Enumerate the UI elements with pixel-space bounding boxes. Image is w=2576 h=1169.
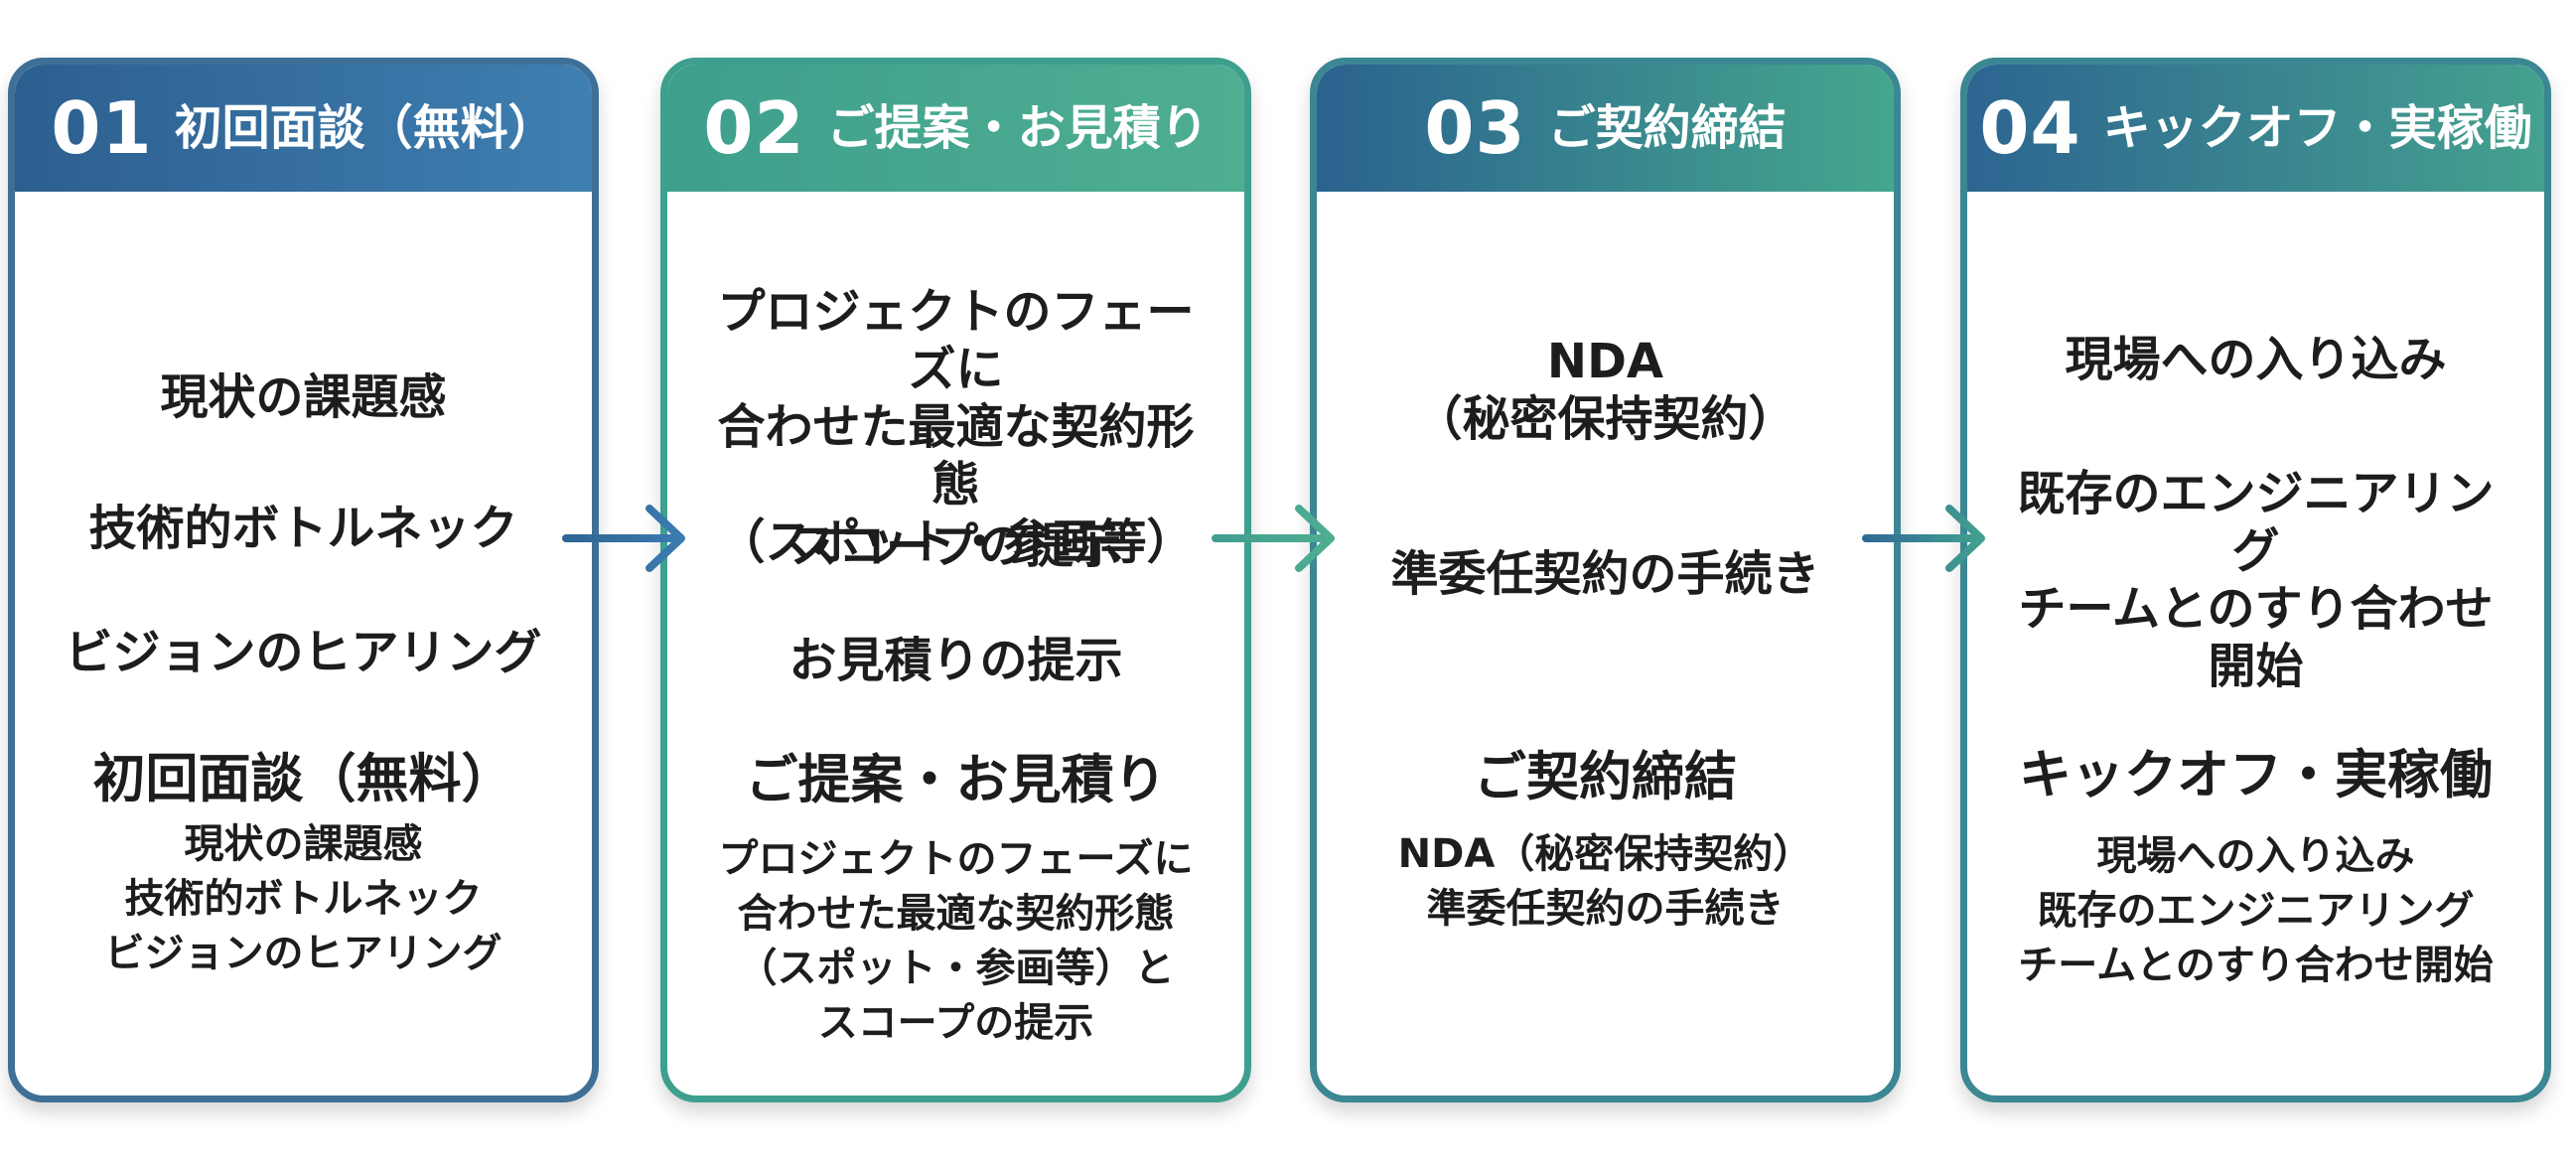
step-body-04: 現場への入り込み 既存のエンジニアリング チームとのすり合わせ 開始 キックオフ… <box>1967 192 2544 1096</box>
step-03-item-1: NDA （秘密保持契約） <box>1414 334 1796 447</box>
step-title-03: ご契約締結 <box>1547 100 1787 156</box>
step-number-03: 03 <box>1424 86 1526 170</box>
step-card-04: 04 キックオフ・実稼働 現場への入り込み 既存のエンジニアリング チームとのす… <box>1960 58 2551 1102</box>
step-number-04: 04 <box>1979 86 2081 170</box>
arrow-right-icon <box>562 505 685 572</box>
step-number-02: 02 <box>703 86 805 170</box>
step-body-02: プロジェクトのフェーズに 合わせた最適な契約形態 （スポット・参画等） スコープ… <box>667 192 1244 1096</box>
step-02-summary-title: ご提案・お見積り <box>745 750 1167 810</box>
step-01-summary-title: 初回面談（無料） <box>92 749 514 809</box>
arrow-right-icon <box>1862 505 1985 572</box>
step-02-item-3: お見積りの提示 <box>788 633 1123 688</box>
step-03-summary-title: ご契約締結 <box>1474 747 1737 807</box>
arrow-right-icon <box>1212 505 1335 572</box>
step-04-summary-text: 現場への入り込み 既存のエンジニアリング チームとのすり合わせ開始 <box>2018 833 2494 988</box>
step-04-summary-title: キックオフ・実稼働 <box>2019 745 2493 805</box>
step-01-item-3: ビジョンのヒアリング <box>65 625 542 680</box>
step-card-02: 02 ご提案・お見積り プロジェクトのフェーズに 合わせた最適な契約形態 （スポ… <box>660 58 1251 1102</box>
step-03-summary-text: NDA（秘密保持契約） 準委任契約の手続き <box>1397 831 1813 932</box>
step-03-item-2: 準委任契約の手続き <box>1390 546 1820 602</box>
step-02-item-2: スコープの提示 <box>789 518 1122 574</box>
step-body-01: 現状の課題感 技術的ボトルネック ビジョンのヒアリング 初回面談（無料） 現状の… <box>15 192 592 1096</box>
step-body-03: NDA （秘密保持契約） 準委任契約の手続き ご契約締結 NDA（秘密保持契約）… <box>1317 192 1894 1096</box>
step-04-item-1: 現場への入り込み <box>2065 332 2447 387</box>
step-04-item-2: 既存のエンジニアリング チームとのすり合わせ 開始 <box>2017 466 2495 694</box>
step-title-02: ご提案・お見積り <box>826 100 1209 156</box>
step-header-03: 03 ご契約締結 <box>1317 65 1894 192</box>
step-title-04: キックオフ・実稼働 <box>2102 100 2532 156</box>
step-02-summary-text: プロジェクトのフェーズに 合わせた最適な契約形態 （スポット・参画等）と スコー… <box>718 836 1194 1046</box>
step-02-item-1: プロジェクトのフェーズに 合わせた最適な契約形態 （スポット・参画等） <box>717 284 1195 570</box>
step-number-01: 01 <box>51 86 153 170</box>
step-header-01: 01 初回面談（無料） <box>15 65 592 192</box>
step-01-item-1: 現状の課題感 <box>160 369 447 425</box>
step-01-summary-text: 現状の課題感 技術的ボトルネック ビジョンのヒアリング <box>104 821 502 976</box>
step-header-04: 04 キックオフ・実稼働 <box>1967 65 2544 192</box>
step-card-03: 03 ご契約締結 NDA （秘密保持契約） 準委任契約の手続き ご契約締結 ND… <box>1310 58 1901 1102</box>
step-title-01: 初回面談（無料） <box>174 100 556 156</box>
step-01-item-2: 技術的ボトルネック <box>88 501 518 556</box>
step-header-02: 02 ご提案・お見積り <box>667 65 1244 192</box>
step-card-01: 01 初回面談（無料） 現状の課題感 技術的ボトルネック ビジョンのヒアリング … <box>8 58 599 1102</box>
